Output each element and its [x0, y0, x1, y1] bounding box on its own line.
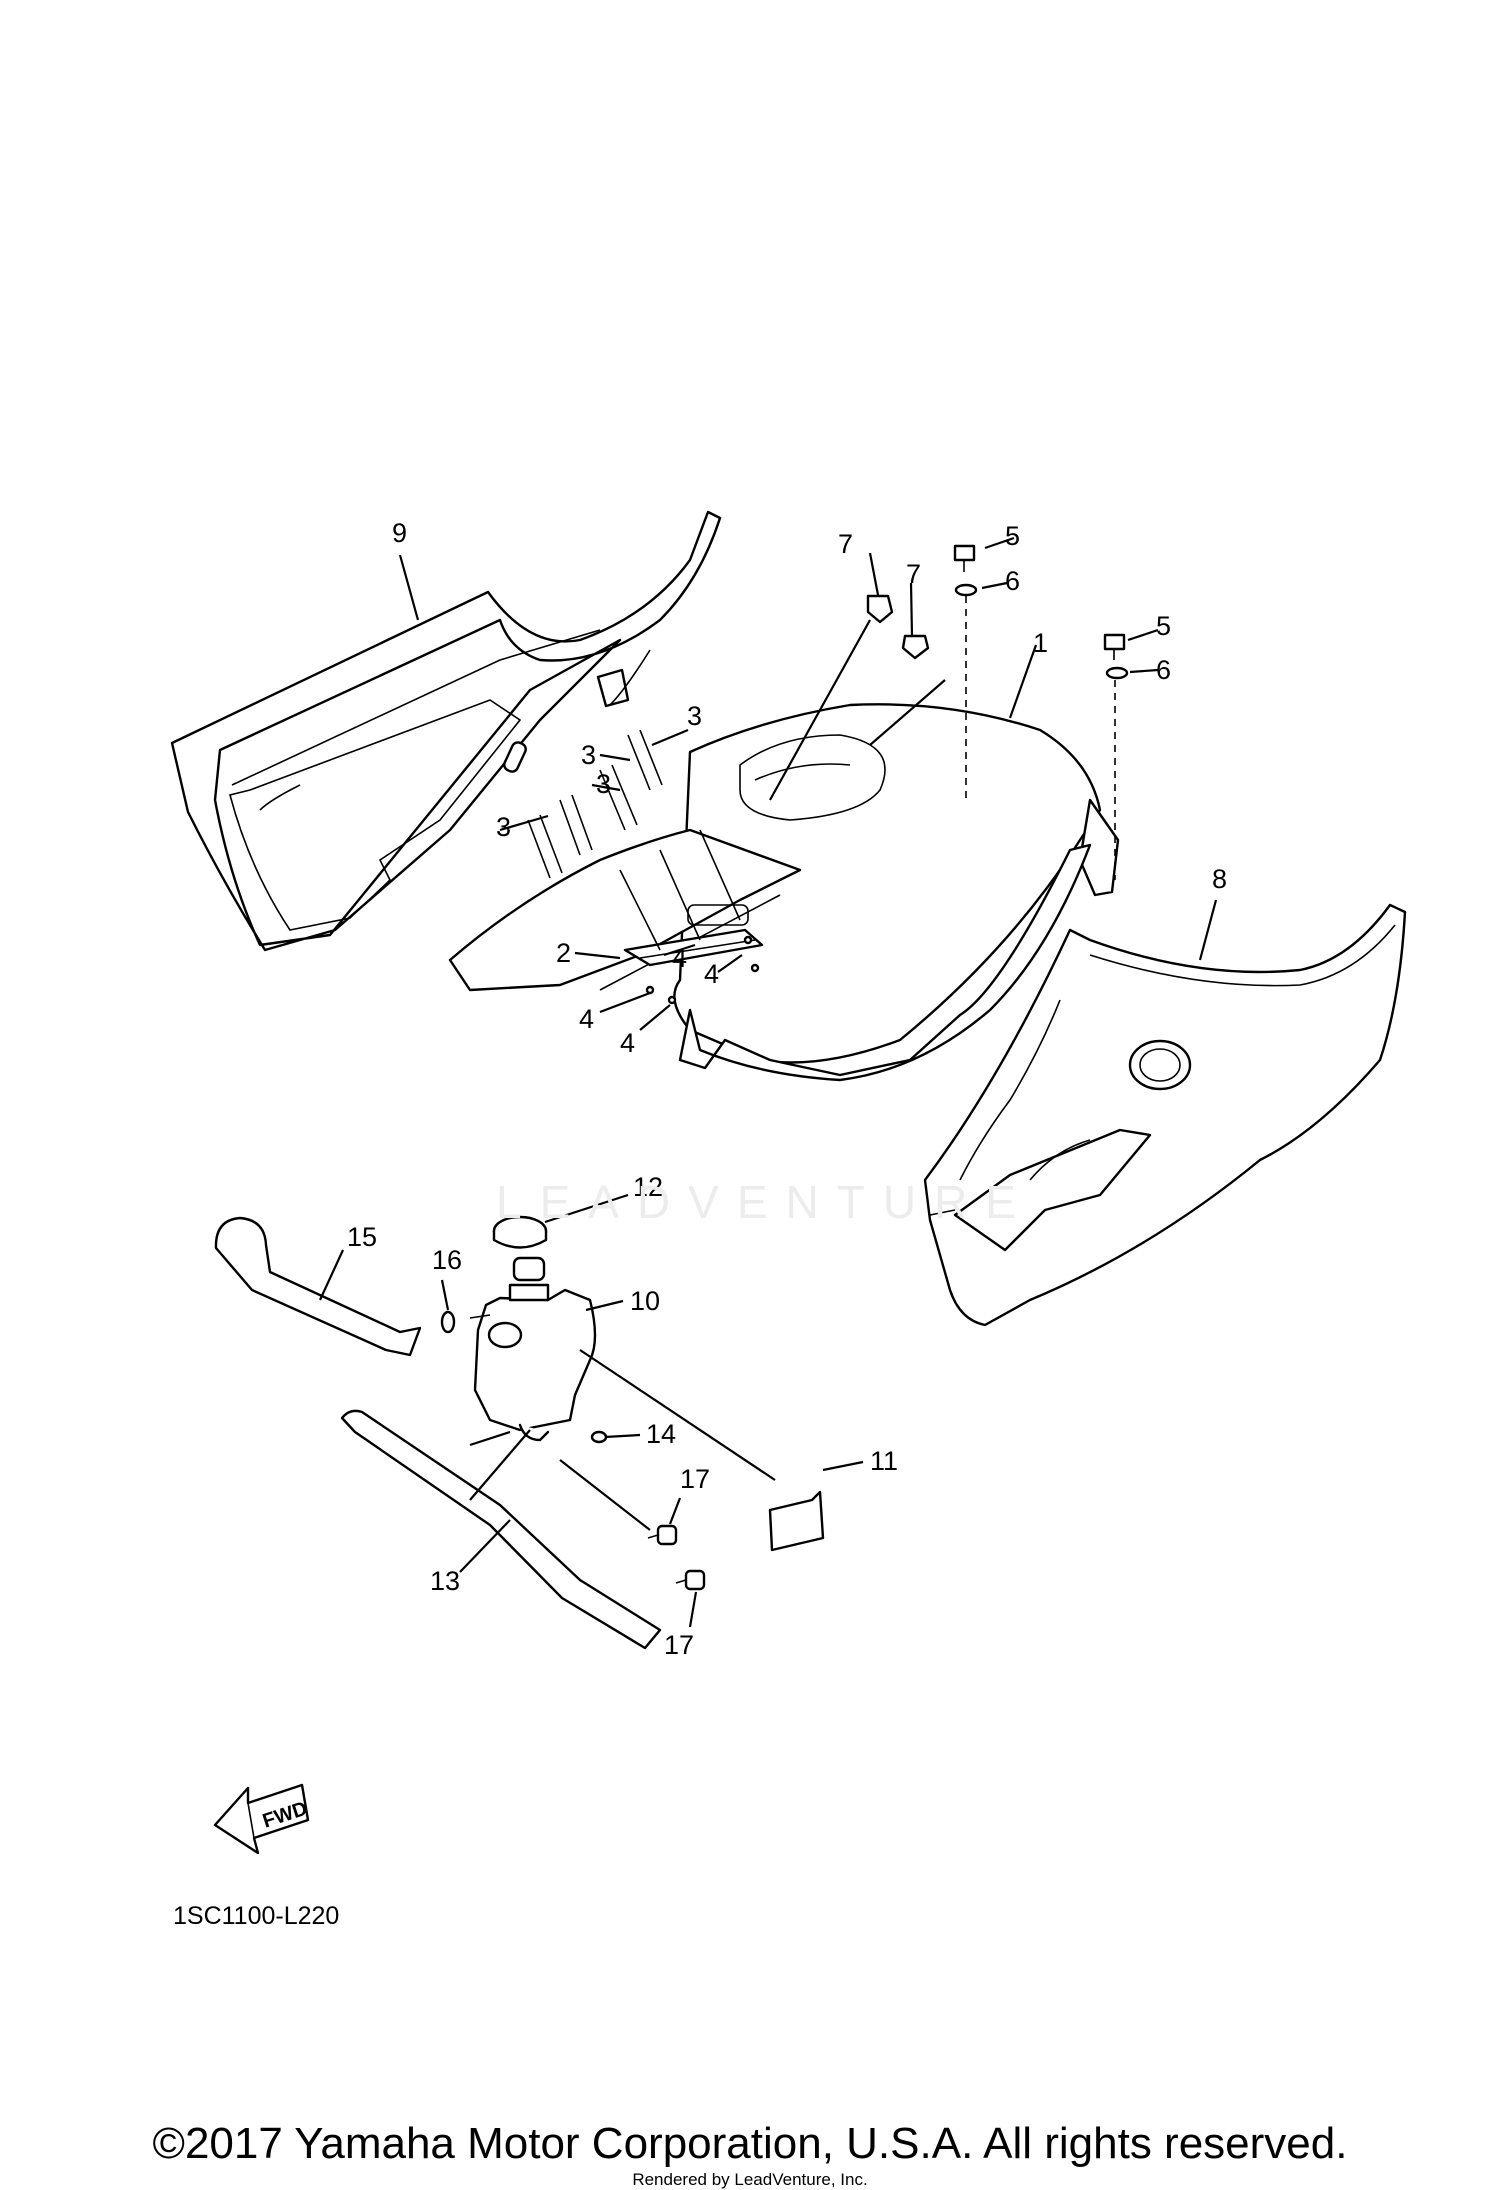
part-14-clip	[590, 1430, 608, 1444]
callout-5a: 5	[1005, 521, 1020, 551]
callout-6a: 6	[1005, 566, 1020, 596]
callout-4c: 4	[579, 1004, 594, 1034]
callout-4a: 4	[672, 943, 687, 973]
callout-7b: 7	[906, 559, 921, 589]
part-8-right-side-cover	[923, 903, 1407, 1327]
diagram-code: 1SC1100-L220	[173, 1902, 340, 1930]
part-17-bolt-a	[647, 1524, 678, 1546]
callout-12: 12	[633, 1172, 663, 1202]
callout-8: 8	[1212, 864, 1227, 894]
part-7-clip-b	[901, 634, 930, 660]
part-16-clamp	[440, 1310, 456, 1334]
callout-5b: 5	[1156, 611, 1171, 641]
callout-9: 9	[392, 518, 407, 548]
callout-2: 2	[556, 938, 571, 968]
callout-7a: 7	[838, 529, 853, 559]
part-2-bracket	[619, 829, 764, 967]
callout-4d: 4	[620, 1028, 635, 1058]
part-7-nut-a	[866, 594, 894, 624]
part-17-bolt-b	[675, 1569, 706, 1591]
part-12-tank-cap	[492, 1215, 548, 1249]
callout-15: 15	[347, 1222, 377, 1252]
callout-3c: 3	[596, 769, 611, 799]
part-6-washer-a	[954, 583, 978, 597]
part-11-label	[768, 1490, 825, 1552]
leader-lines	[319, 536, 1218, 1628]
copyright: ©2017 Yamaha Motor Corporation, U.S.A. A…	[152, 2119, 1348, 2168]
callout-10: 10	[630, 1286, 660, 1316]
rendered-by: Rendered by LeadVenture, Inc.	[632, 2170, 868, 2189]
callout-6b: 6	[1156, 655, 1171, 685]
callout-14: 14	[646, 1419, 676, 1449]
part-4-screws	[645, 935, 760, 1005]
callout-16: 16	[432, 1245, 462, 1275]
part-1-front-fender	[448, 703, 1120, 1082]
callout-13: 13	[430, 1566, 460, 1596]
part-6-washer-b	[1105, 666, 1129, 680]
part-10-reservoir-tank	[469, 1256, 597, 1442]
callout-17b: 17	[664, 1630, 694, 1660]
part-15-hose	[214, 1216, 422, 1357]
callout-3a: 3	[687, 701, 702, 731]
callout-3b: 3	[581, 740, 596, 770]
part-5-bolt-b	[1103, 633, 1126, 660]
callout-1: 1	[1033, 628, 1048, 658]
watermark: LEADVENTURE	[496, 1176, 1034, 1228]
part-3-pins	[527, 729, 663, 879]
part-5-bolt-a	[953, 544, 976, 572]
callout-4b: 4	[704, 959, 719, 989]
callout-11: 11	[870, 1446, 898, 1476]
callout-3d: 3	[496, 812, 511, 842]
callout-17a: 17	[680, 1464, 710, 1494]
fwd-arrow-icon: FWD	[213, 1783, 310, 1855]
part-9-left-side-cover	[170, 510, 722, 952]
